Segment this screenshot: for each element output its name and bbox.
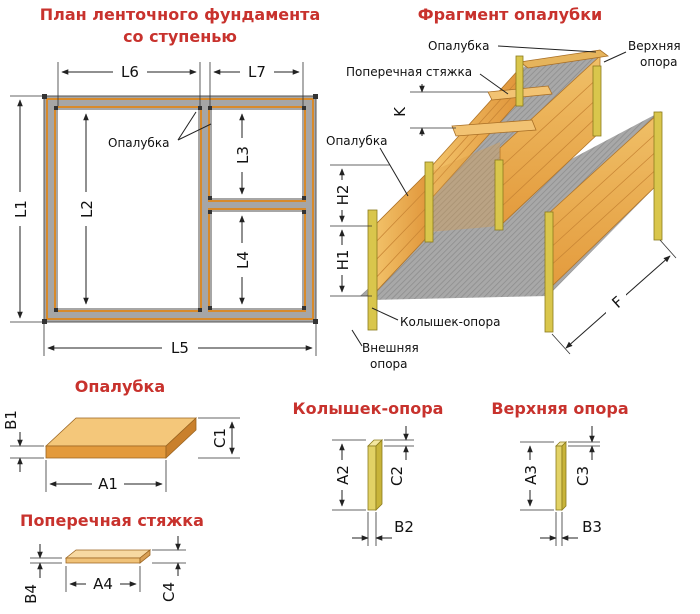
- plan-formwork-label: Опалубка: [108, 136, 169, 150]
- dim-L6-label: L6: [121, 63, 139, 81]
- upper-top-edge: [518, 49, 610, 69]
- upper-support-label-2: опора: [640, 55, 678, 69]
- fragment-title: Фрагмент опалубки: [418, 5, 603, 24]
- upper-support-label-1: Верхняя: [628, 39, 681, 53]
- outer-support-label-1: Внешняя: [362, 341, 419, 355]
- detail-upper-title: Верхняя опора: [491, 399, 628, 418]
- dim-B4-label: B4: [22, 584, 40, 604]
- outer-support-label-2: опора: [370, 357, 408, 371]
- dim-B3-label: B3: [582, 518, 602, 536]
- fragment-formwork-side-label: Опалубка: [326, 134, 387, 148]
- dim-F: F: [551, 239, 677, 355]
- dim-L6: L6: [57, 62, 201, 106]
- dim-B2-label: B2: [394, 518, 414, 536]
- dim-L3: L3: [233, 113, 252, 195]
- plan-title-line1: План ленточного фундамента: [40, 5, 321, 24]
- dim-L4-label: L4: [234, 251, 252, 269]
- dim-K: K: [391, 84, 488, 136]
- dim-L3-label: L3: [234, 146, 252, 164]
- dim-L1: L1: [10, 95, 42, 323]
- dim-L7: L7: [209, 62, 304, 106]
- dim-L7-label: L7: [248, 63, 266, 81]
- detail-cross-tie: Поперечная стяжка B4 C4 A4: [20, 511, 204, 604]
- dim-K-label: K: [391, 106, 409, 117]
- dim-C2-label: C2: [388, 466, 406, 486]
- dim-C3-label: C3: [574, 466, 592, 486]
- fragment-section: Фрагмент опалубки: [326, 5, 681, 371]
- detail-board-title: Опалубка: [75, 377, 165, 396]
- dim-H1: H1: [330, 229, 372, 297]
- detail-stake: Колышек-опора A2 C2 B2: [293, 399, 444, 546]
- detail-tie-title: Поперечная стяжка: [20, 511, 204, 530]
- cross-tie-label: Поперечная стяжка: [346, 65, 472, 79]
- dim-H2-label: H2: [334, 185, 352, 206]
- dim-A1-label: A1: [98, 475, 118, 493]
- dim-B1-label: B1: [2, 410, 20, 430]
- dim-H2: H2: [330, 164, 390, 227]
- stake-support-label: Колышек-опора: [400, 315, 500, 329]
- stakes: [367, 55, 663, 333]
- dim-C4-label: C4: [160, 582, 178, 602]
- dim-A4-label: A4: [93, 575, 113, 593]
- plan-foundation: [42, 94, 318, 324]
- dim-C1-label: C1: [211, 428, 229, 448]
- dim-H1-label: H1: [334, 250, 352, 271]
- plan-title-line2: со ступенью: [123, 27, 237, 46]
- detail-stake-title: Колышек-опора: [293, 399, 444, 418]
- detail-upper-support: Верхняя опора A3 C3 B3: [491, 399, 629, 546]
- dim-L2-label: L2: [78, 200, 96, 218]
- plan-section: План ленточного фундамента со ступенью: [10, 5, 320, 357]
- dim-L5-label: L5: [171, 339, 189, 357]
- fragment-formwork-top-label: Опалубка: [428, 39, 489, 53]
- dim-A2-label: A2: [334, 465, 352, 485]
- dim-A3-label: A3: [522, 465, 540, 485]
- detail-board: Опалубка B1 C1 A1: [2, 377, 240, 493]
- dim-L2: L2: [77, 113, 96, 305]
- dim-L5: L5: [43, 324, 317, 357]
- dim-L4: L4: [233, 215, 252, 305]
- dim-L1-label: L1: [12, 200, 30, 218]
- front-floor: [360, 226, 548, 296]
